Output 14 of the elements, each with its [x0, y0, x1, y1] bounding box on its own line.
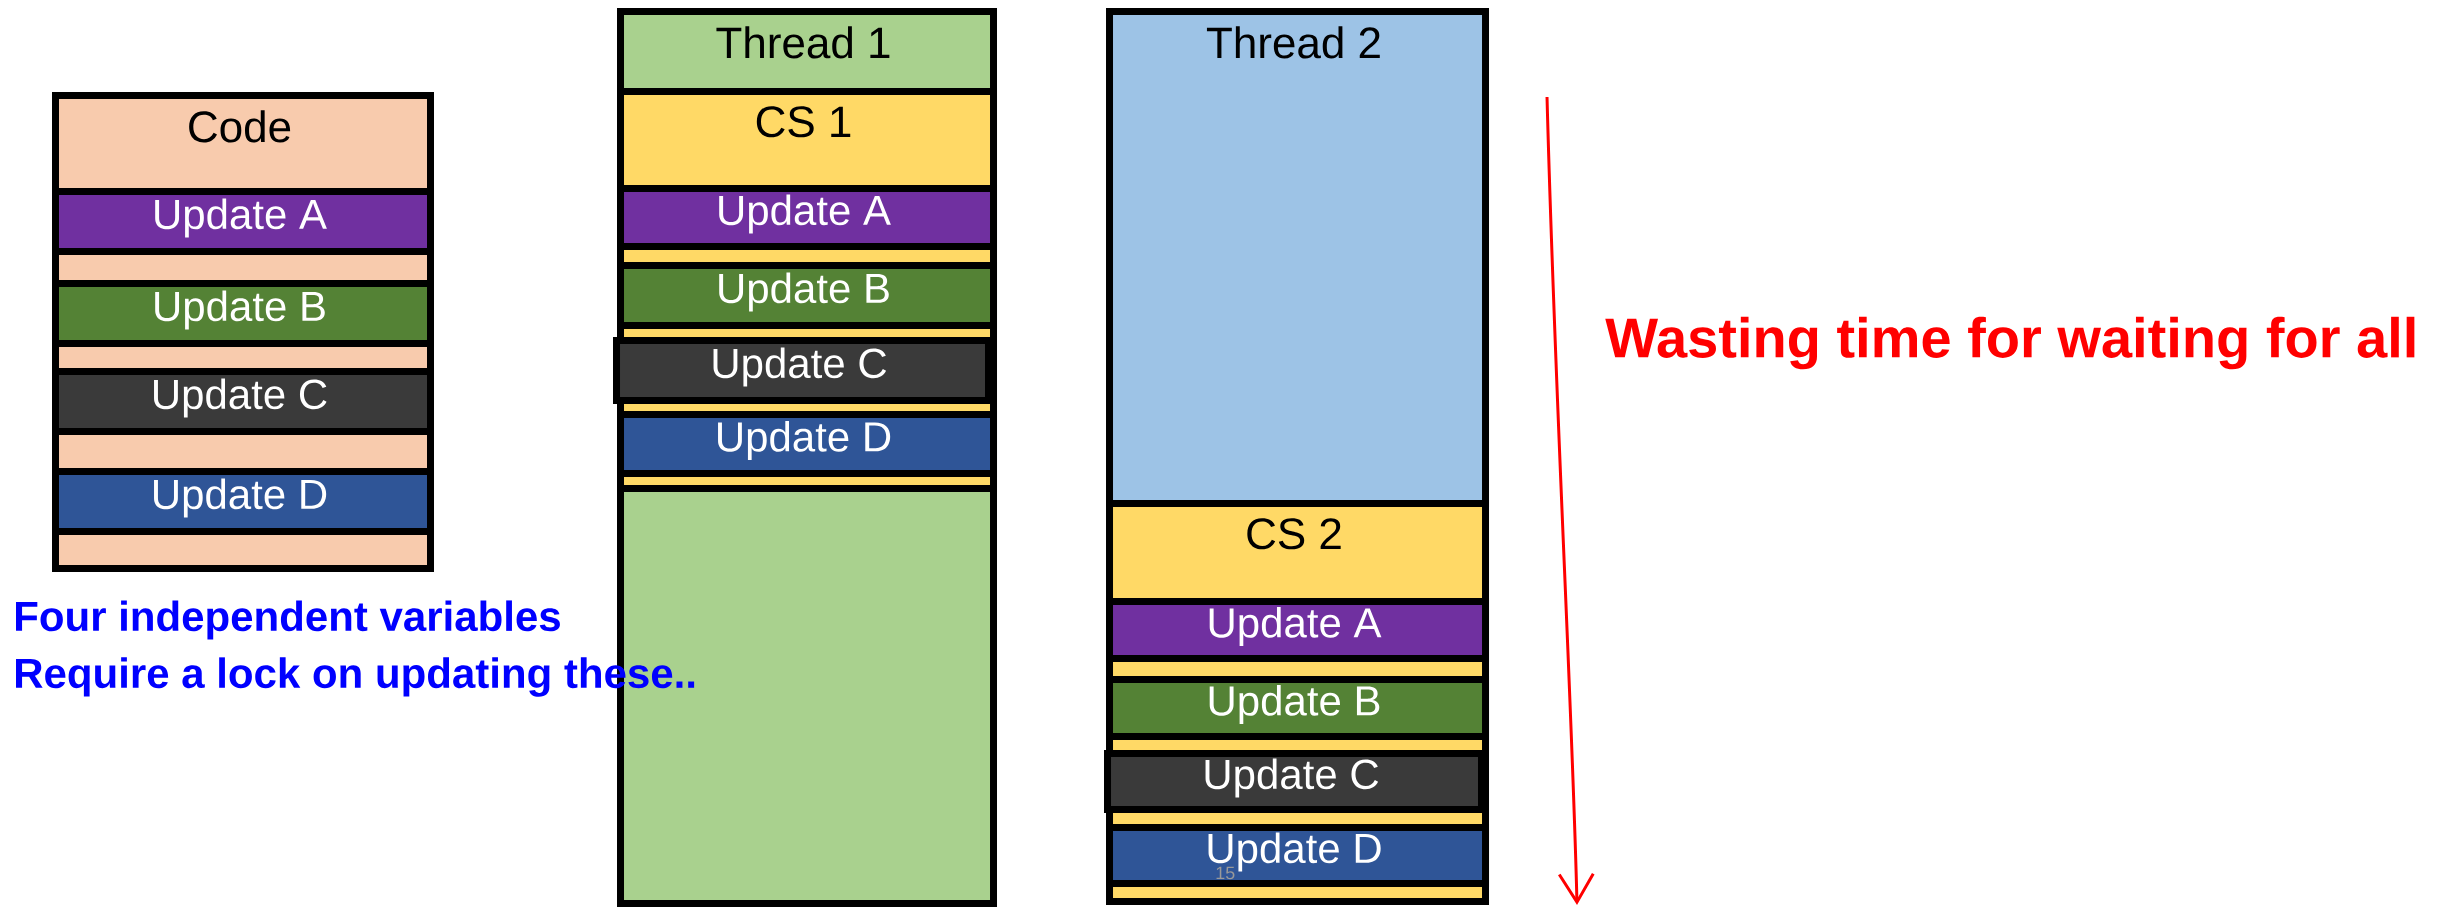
note-text: Four independent variables [16, 600, 560, 640]
thread-block: Thread 2 [1106, 8, 1489, 507]
update-bar: Update D [52, 468, 434, 535]
update-bar: Update A [617, 185, 997, 250]
update-bar: Update B [617, 262, 997, 329]
annotation-text: Wasting time for waiting for all [1605, 316, 2415, 370]
update-bar: Update B [1106, 676, 1489, 740]
update-bar: Update A [1106, 598, 1489, 662]
update-bar: Update C [613, 337, 992, 404]
update-bar: Update B [52, 280, 434, 347]
update-bar: Update D [617, 411, 997, 477]
update-bar: Update C [1104, 750, 1485, 813]
update-bar: Update A [52, 188, 434, 255]
update-bar: Update C [52, 368, 434, 435]
